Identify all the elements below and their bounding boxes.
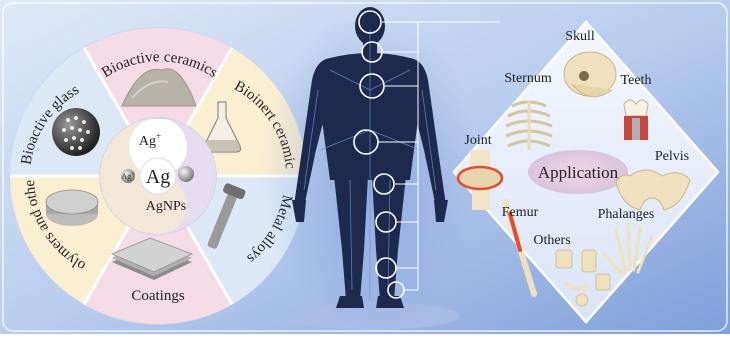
agnps-label: AgNPs xyxy=(146,199,186,214)
application-title: Application xyxy=(538,163,619,182)
label-phalanges: Phalanges xyxy=(598,207,655,222)
label-pelvis: Pelvis xyxy=(655,149,689,164)
label-sternum: Sternum xyxy=(504,71,552,86)
label-joint: Joint xyxy=(464,133,491,148)
bioactive-glass-sphere-image xyxy=(52,108,100,156)
label-femur: Femur xyxy=(502,205,539,220)
skull-image xyxy=(564,52,616,97)
teeth-image xyxy=(624,100,648,140)
label-others: Others xyxy=(533,233,570,248)
ag-label: Ag xyxy=(146,166,170,188)
label-coatings: Coatings xyxy=(131,288,184,304)
polymer-scaffold-image xyxy=(46,190,98,226)
label-skull: Skull xyxy=(565,29,595,44)
label-teeth: Teeth xyxy=(621,73,652,88)
small-silver-sphere xyxy=(178,166,194,182)
